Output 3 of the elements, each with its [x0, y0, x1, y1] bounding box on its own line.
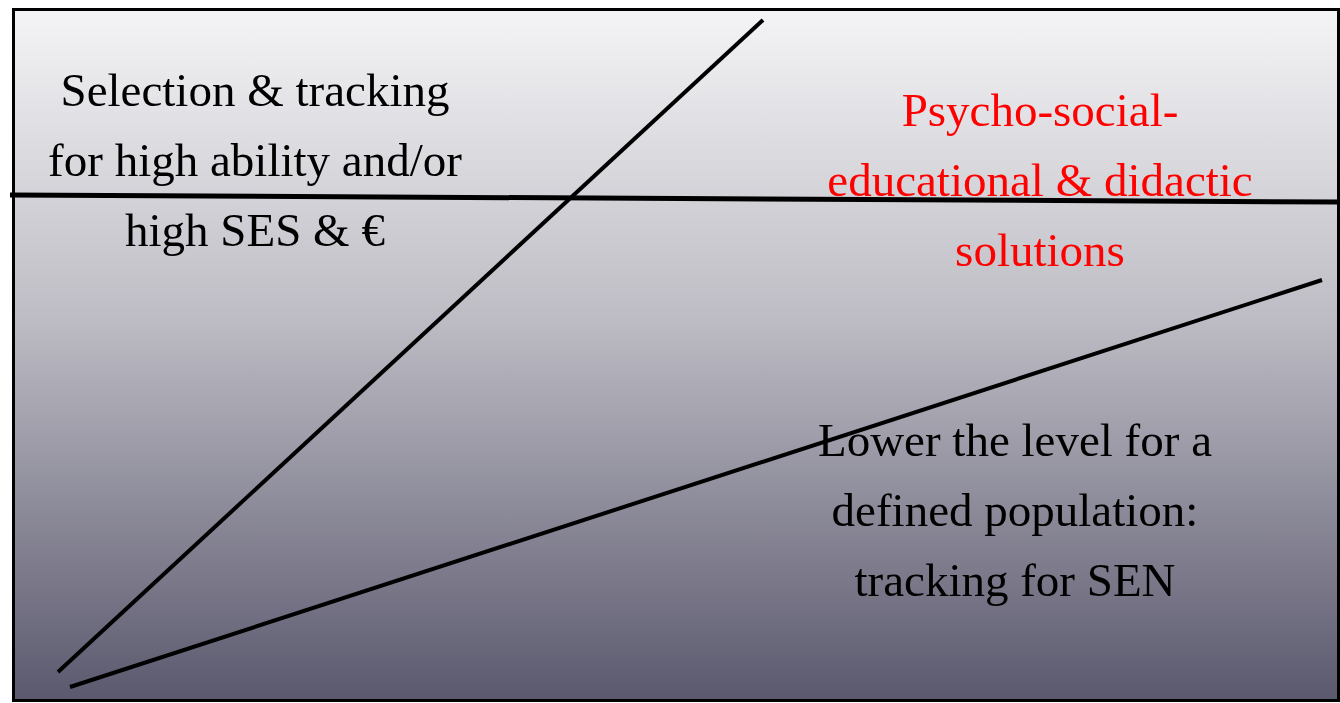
- region-label: Lower the level for a defined population: tracking for SEN: [816, 413, 1214, 608]
- region-label: Selection & tracking for high ability and/or high SES & €: [47, 63, 463, 258]
- region-label: Psycho-social-educational & didactic solutions: [826, 83, 1254, 278]
